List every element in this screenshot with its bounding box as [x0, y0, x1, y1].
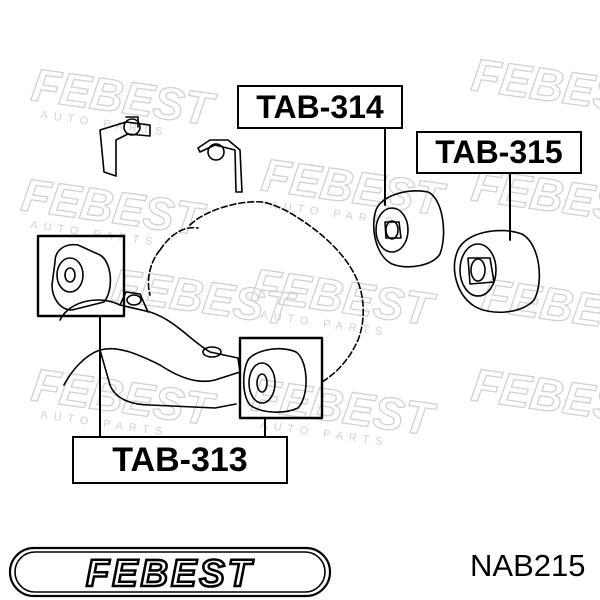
subframe-arm-lower [99, 349, 237, 409]
tab314-bushing-core [375, 207, 409, 253]
lower-bushing-body [242, 348, 307, 413]
center-bracket-bolt [207, 143, 225, 161]
left-bushing-core [56, 257, 84, 293]
tab314-bushing-insert [384, 221, 402, 239]
tab315-bushing-insert [467, 257, 495, 285]
part-label-tab315: TAB-315 [416, 131, 582, 174]
bracket-bolt [123, 118, 141, 136]
part-number: NAB215 [470, 548, 586, 583]
tab314-bushing-body [372, 190, 445, 268]
lower-bushing-core [248, 362, 276, 404]
febest-logo: FEBEST [8, 546, 332, 598]
lower-bushing-hole [256, 373, 268, 393]
subframe-bolt [126, 294, 142, 306]
highlight-frame-left [36, 234, 126, 318]
left-bushing-body [51, 243, 112, 311]
highlight-frame-lower [238, 336, 324, 420]
subframe-center-bolt [202, 346, 222, 358]
differential-outline-lower [147, 226, 199, 296]
tab315-bushing-core [459, 243, 497, 297]
subframe-arm [59, 299, 241, 386]
bracket-nut [125, 116, 139, 128]
tab315-bushing-body [453, 229, 541, 314]
part-label-tab314: TAB-314 [237, 85, 403, 129]
left-bushing-hole [64, 267, 76, 283]
tab315-bushing-hole [470, 258, 486, 282]
tab314-bushing-hole [385, 220, 399, 240]
differential-outline [189, 200, 365, 383]
center-bracket [197, 139, 243, 193]
logo-wordmark: FEBEST [86, 553, 254, 595]
part-label-tab313: TAB-313 [72, 436, 288, 484]
